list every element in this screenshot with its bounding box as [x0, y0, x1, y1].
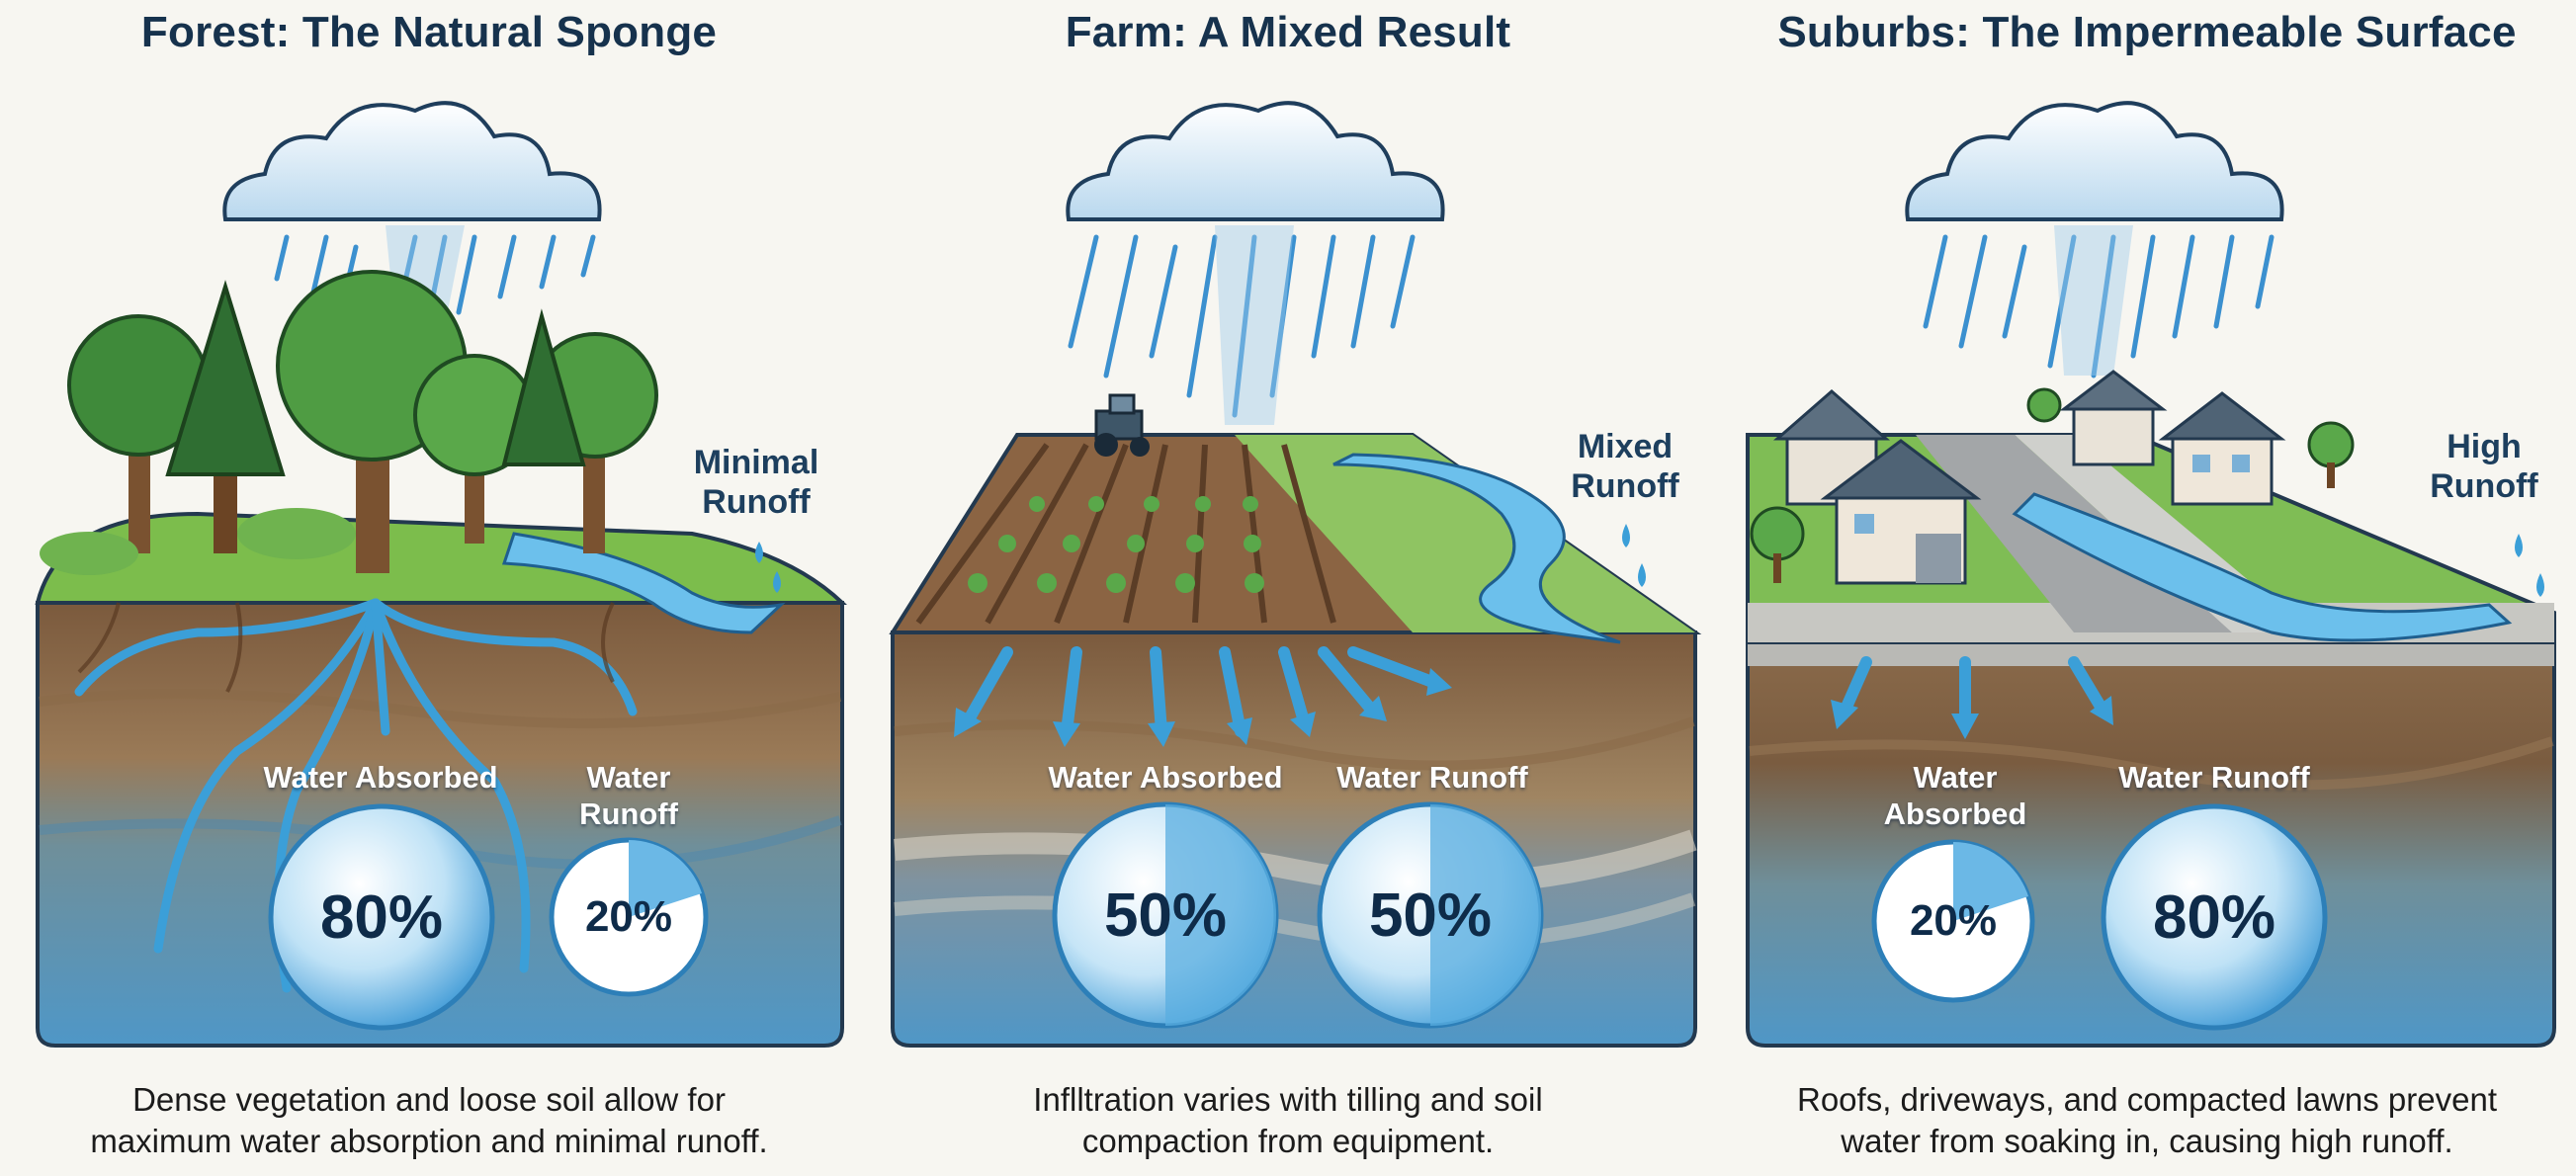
rain-cloud-icon — [1066, 101, 1445, 221]
panel-caption: Dense vegetation and loose soil allow fo… — [0, 1079, 858, 1162]
crop-rows-icon — [915, 443, 1336, 625]
runoff-callout: Minimal Runoff — [682, 443, 830, 522]
absorbed-bubble — [268, 803, 495, 1031]
panel-title: Farm: A Mixed Result — [1065, 8, 1511, 56]
runoff-callout-line-2: Runoff — [2430, 467, 2538, 505]
infiltration-arrows-icon — [1839, 656, 2109, 727]
panel-title: Suburbs: The Impermeable Surface — [1777, 8, 2517, 56]
forest-scene — [0, 0, 858, 1176]
runoff-metric-label-line-1: Water — [586, 760, 671, 795]
runoff-callout: Mixed Runoff — [1551, 427, 1699, 506]
absorbed-label: Water Absorbed — [1876, 759, 2034, 832]
runoff-metric-label-line-2: Runoff — [579, 797, 678, 831]
runoff-metric-label: Water Runoff — [2076, 759, 2353, 796]
absorbed-label-line-1: Water — [1913, 760, 1998, 795]
runoff-metric-label-line-1: Water Runoff — [1336, 760, 1528, 795]
panel-title: Forest: The Natural Sponge — [140, 8, 718, 56]
absorbed-label: Water Absorbed — [1027, 759, 1304, 796]
infiltration-arrows-icon — [962, 646, 1438, 737]
absorbed-percent: 80% — [319, 882, 444, 952]
suburbs-scene — [1718, 0, 2576, 1176]
caption-line-1: Roofs, driveways, and compacted lawns pr… — [1796, 1081, 2498, 1118]
runoff-callout-line-2: Runoff — [1571, 467, 1679, 505]
absorbed-label-line-2: Absorbed — [1883, 797, 2027, 831]
runoff-fill — [629, 840, 702, 917]
panel-suburbs: Suburbs: The Impermeable Surface High Ru… — [1718, 0, 2576, 1176]
absorbed-fill — [1953, 842, 2028, 921]
caption-line-2: water from soaking in, causing high runo… — [1841, 1123, 2453, 1159]
caption-line-2: compaction from equipment. — [1081, 1123, 1495, 1159]
forest-trees-icon — [40, 270, 658, 575]
runoff-metric-label: Water Runoff — [1294, 759, 1571, 796]
caption-line-1: Inflltration varies with tilling and soi… — [1033, 1081, 1543, 1118]
runoff-callout-line-2: Runoff — [702, 483, 811, 521]
absorbed-label-line-1: Water Absorbed — [263, 760, 498, 795]
absorbed-percent: 20% — [1909, 896, 1998, 945]
tractor-icon — [1094, 393, 1150, 457]
runoff-percent: 80% — [2152, 882, 2276, 952]
runoff-callout-line-1: Mixed — [1577, 428, 1674, 465]
rain-cloud-icon — [222, 101, 602, 221]
panel-forest: Forest: The Natural Sponge Minimal Runof… — [0, 0, 858, 1176]
panel-farm: Farm: A Mixed Result Mixed Runoff Water … — [859, 0, 1717, 1176]
absorbed-label-line-1: Water Absorbed — [1048, 760, 1283, 795]
rain-cloud-icon — [1905, 101, 2284, 221]
runoff-callout-line-1: Minimal — [693, 444, 819, 481]
runoff-callout-line-1: High — [2447, 428, 2522, 465]
rain-icon — [274, 234, 596, 329]
runoff-percent: 20% — [584, 892, 673, 941]
absorbed-percent: 50% — [1103, 881, 1228, 950]
panel-caption: Inflltration varies with tilling and soi… — [859, 1079, 1717, 1162]
caption-line-1: Dense vegetation and loose soil allow fo… — [132, 1081, 726, 1118]
farm-scene — [859, 0, 1717, 1176]
runoff-percent: 50% — [1368, 881, 1493, 950]
runoff-metric-label: Water Runoff — [559, 759, 698, 832]
runoff-callout: High Runoff — [2410, 427, 2558, 506]
absorbed-fill — [1165, 804, 1276, 1026]
runoff-fill — [1430, 804, 1541, 1026]
rain-icon — [1923, 234, 2275, 378]
houses-icon — [1750, 370, 2355, 585]
panel-caption: Roofs, driveways, and compacted lawns pr… — [1718, 1079, 2576, 1162]
caption-line-2: maximum water absorption and minimal run… — [90, 1123, 768, 1159]
runoff-bubble — [2101, 803, 2328, 1031]
runoff-metric-label-line-1: Water Runoff — [2118, 760, 2310, 795]
rain-icon — [1068, 234, 1416, 418]
absorbed-label: Water Absorbed — [247, 759, 514, 796]
